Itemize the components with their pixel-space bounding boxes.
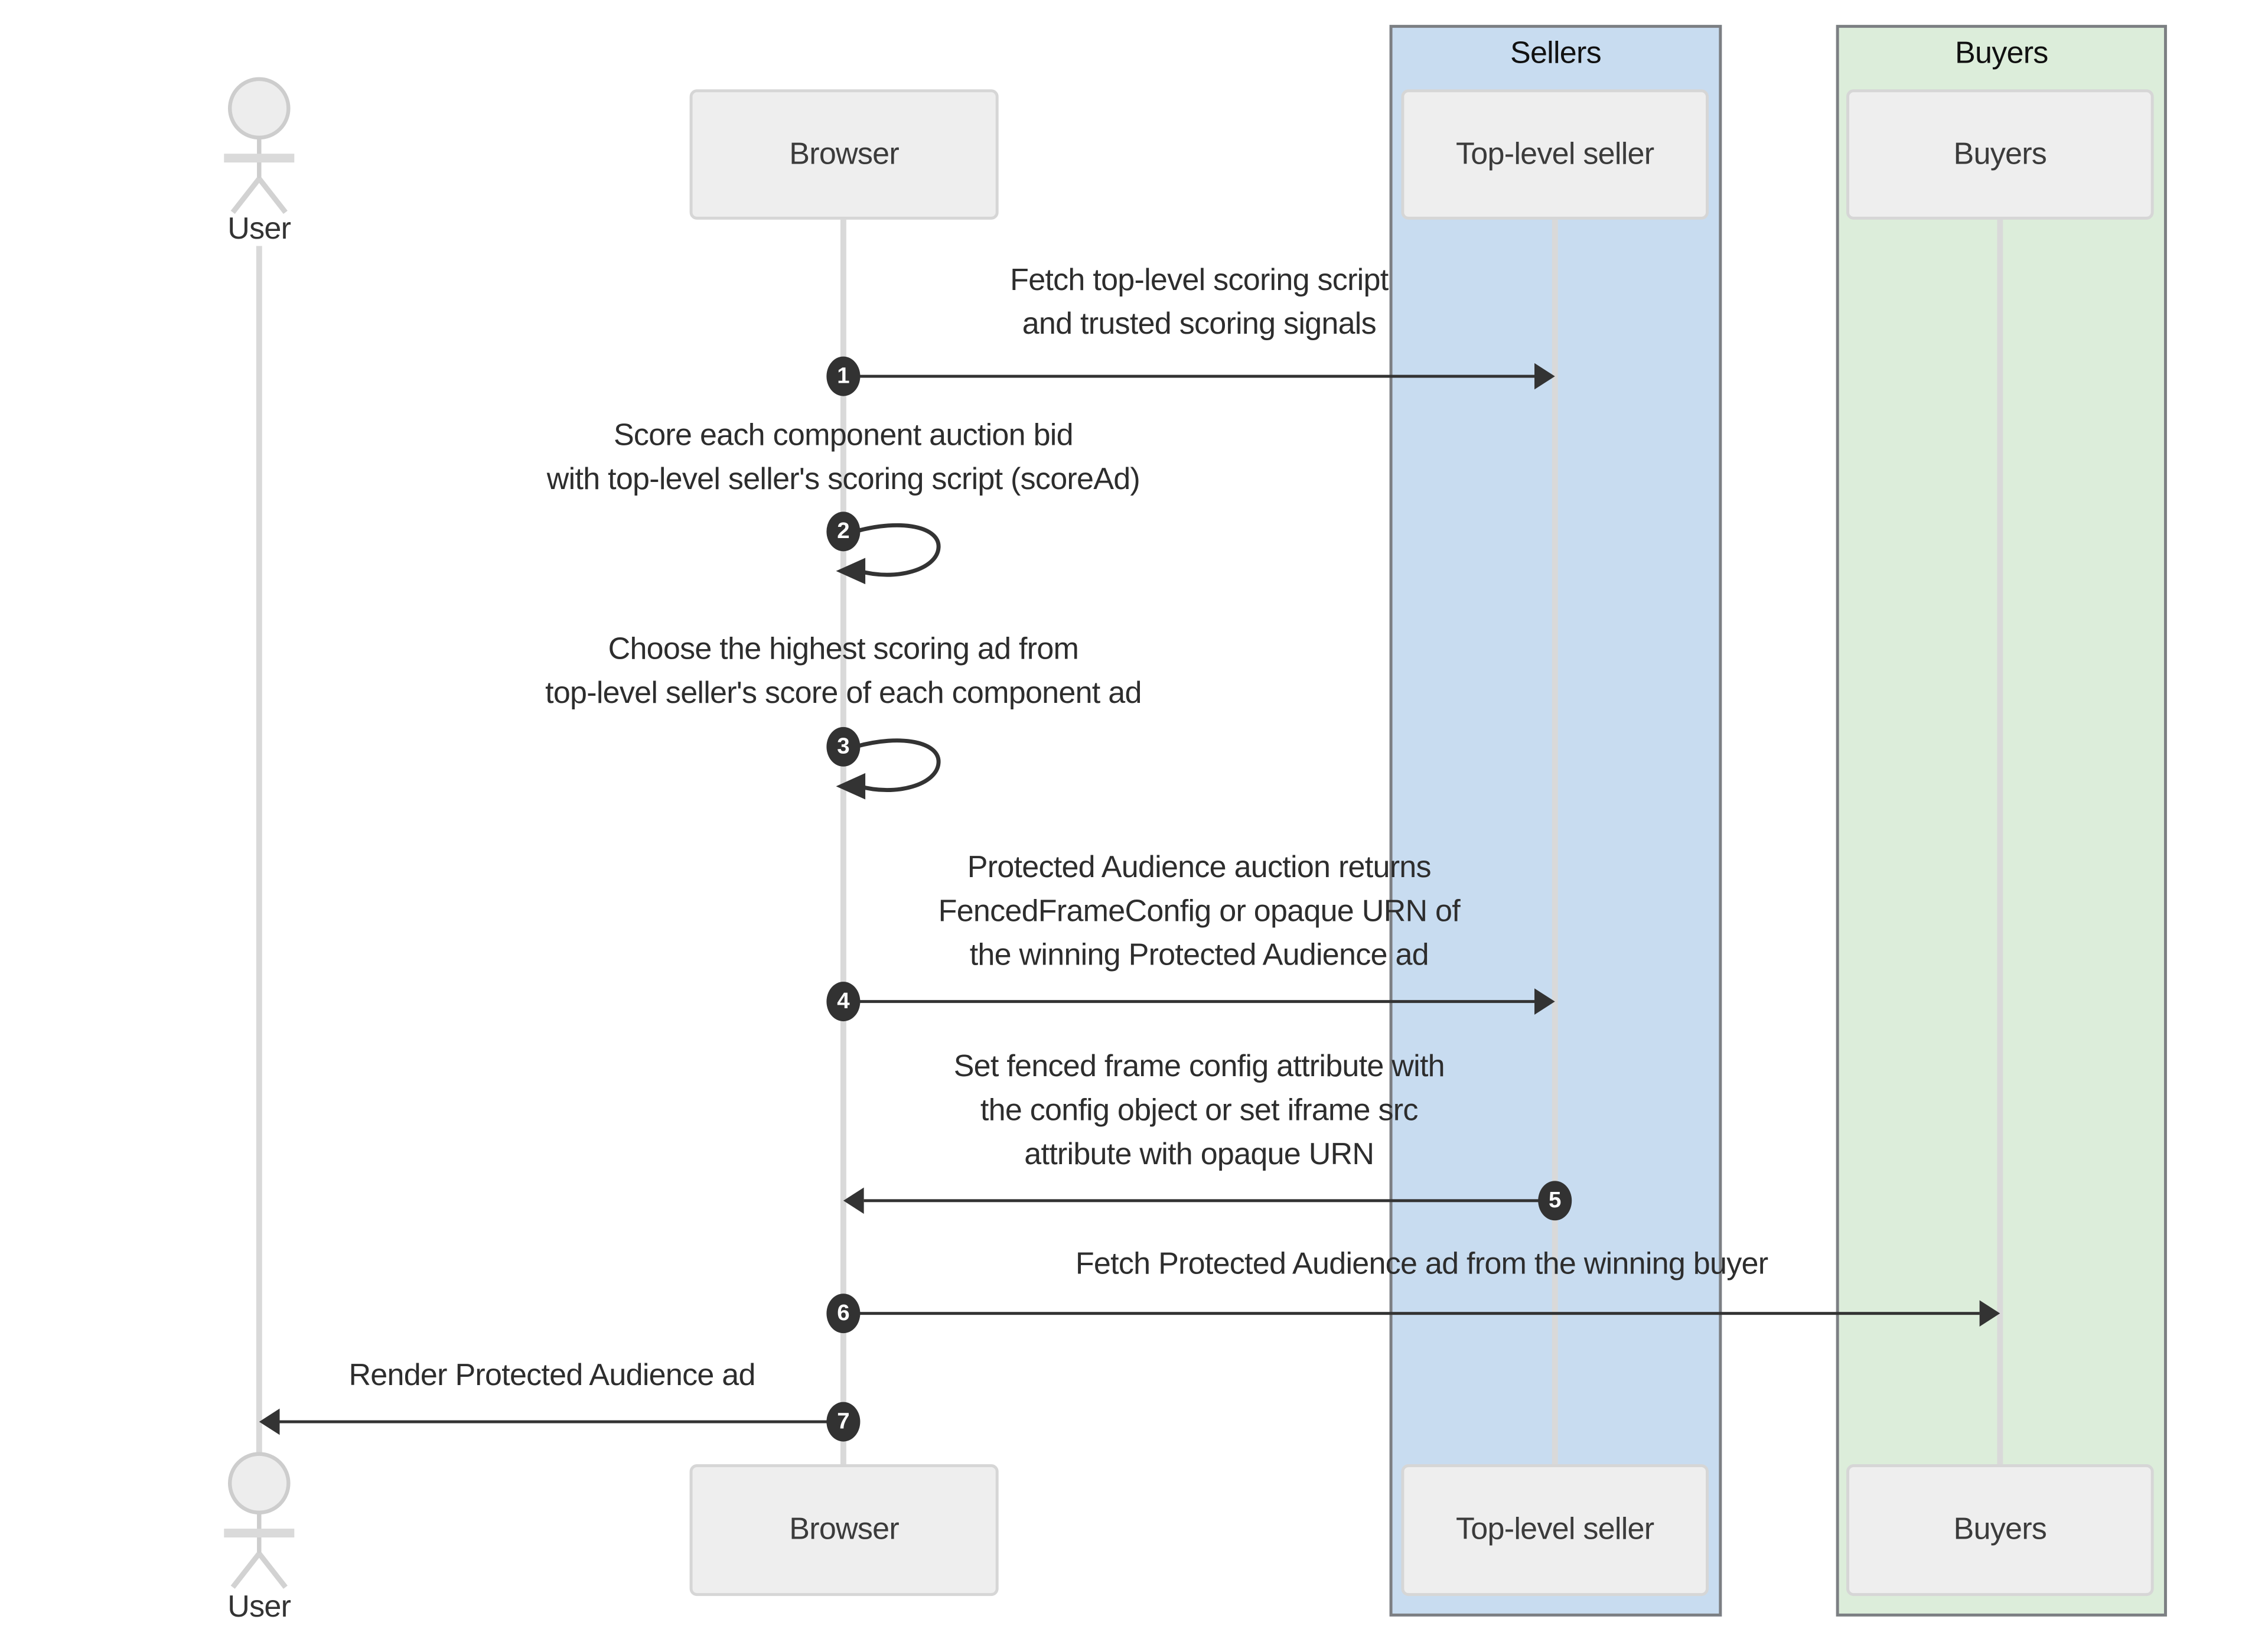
message-6-number-badge: 6 [826,1294,861,1334]
message-4-number-badge: 4 [826,982,861,1022]
message-6-text: Fetch Protected Audience ad from the win… [1075,1247,1768,1282]
message-6-arrowhead-icon [1979,1300,2000,1327]
participant-buyers-top: Buyers [1846,89,2154,220]
message-3-self-loop-arrow [836,738,941,800]
message-6-arrow [843,1311,1980,1315]
message-3-text: Choose the highest scoring ad from top-l… [545,632,1142,711]
message-5-number-badge: 5 [1538,1181,1572,1221]
message-5-arrow [863,1198,1555,1203]
browser-lifeline [840,219,846,1464]
message-1-arrowhead-icon [1534,363,1555,390]
message-4-text: Protected Audience auction returns Fence… [938,851,1461,973]
top-level-seller-lifeline [1552,219,1558,1464]
message-7-arrowhead-icon [259,1408,280,1435]
user-lifeline [256,246,262,1454]
message-1-text: Fetch top-level scoring script and trust… [1010,263,1389,341]
user-actor-label-bottom: User [227,1590,291,1624]
participant-top-level-seller-top: Top-level seller [1401,89,1709,220]
participant-top-level-seller-bottom: Top-level seller [1401,1464,1709,1597]
participant-buyers-bottom: Buyers [1846,1464,2154,1597]
buyers-group-title: Buyers [1955,36,2048,70]
message-2-number-badge: 2 [826,512,861,552]
user-actor-icon [212,76,306,221]
sellers-group-title: Sellers [1510,36,1602,70]
message-5-text: Set fenced frame config attribute with t… [953,1050,1445,1172]
message-3-number-badge: 3 [826,726,861,767]
message-7-arrow [279,1419,843,1424]
user-actor-label-top: User [227,212,291,246]
participant-browser-top: Browser [689,89,999,220]
user-actor-icon-bottom [212,1451,306,1596]
message-1-number-badge: 1 [826,356,861,396]
message-4-arrowhead-icon [1534,988,1555,1015]
message-7-number-badge: 7 [826,1402,861,1442]
message-1-arrow [843,374,1534,379]
message-5-arrowhead-icon [843,1187,864,1214]
message-2-self-loop-arrow [836,523,941,585]
participant-browser-bottom: Browser [689,1464,999,1597]
buyers-lifeline [1997,219,2003,1464]
message-2-text: Score each component auction bid with to… [546,418,1140,497]
message-4-arrow [843,999,1534,1004]
message-7-text: Render Protected Audience ad [348,1358,755,1393]
